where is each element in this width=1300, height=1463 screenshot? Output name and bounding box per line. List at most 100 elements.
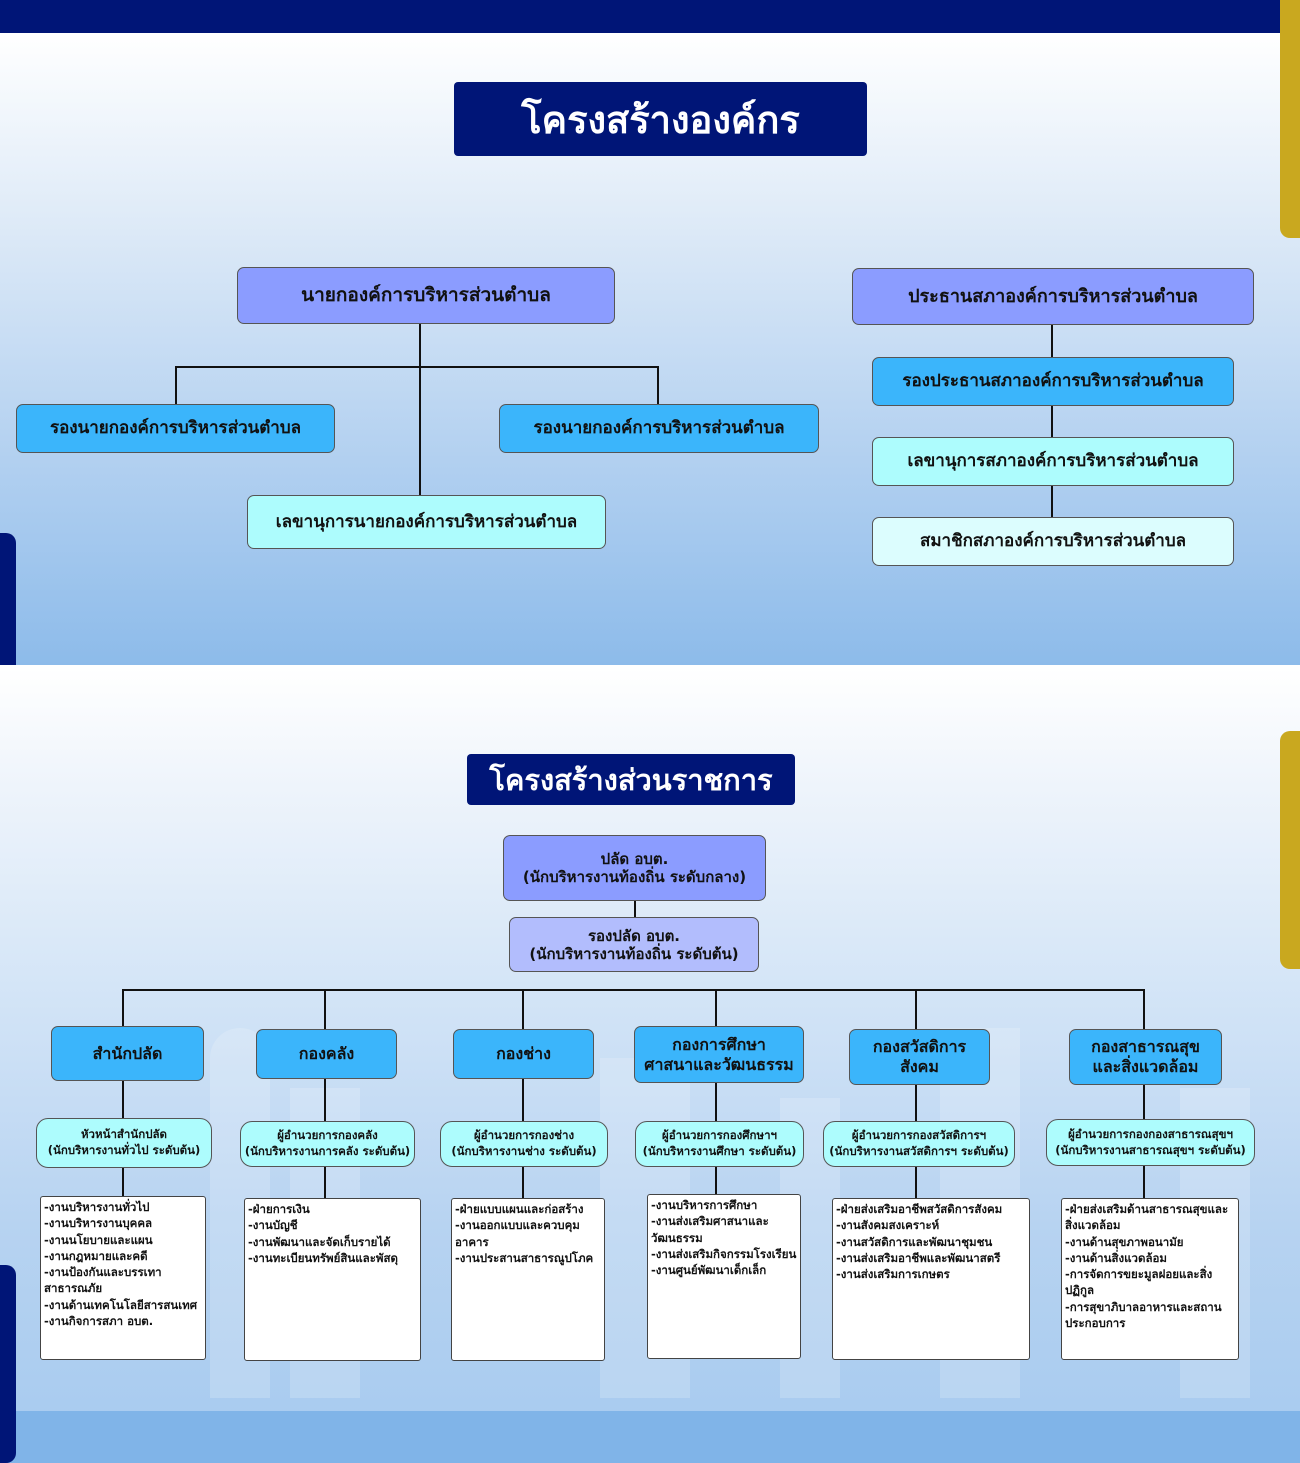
division-name-line: กองสวัสดิการ: [872, 1037, 967, 1056]
task-item: -งานด้านเทคโนโลยีสารสนเทศ: [44, 1297, 198, 1312]
division-name-line: สังคม: [900, 1057, 939, 1076]
deputy-chief-node: รองปลัด อบต. (นักบริหารงานท้องถิ่น ระดับ…: [509, 917, 759, 972]
connector-line: [419, 324, 421, 495]
division-bus-line: [122, 989, 1145, 991]
executive-secretary-node: เลขานุการนายกองค์การบริหารส่วนตำบล: [247, 495, 606, 549]
division-node: กองสวัสดิการสังคม: [849, 1029, 990, 1085]
task-item: -งานส่งเสริมกิจกรรมโรงเรียน: [651, 1246, 797, 1261]
task-item: -งานกฎหมายและคดี: [44, 1248, 148, 1263]
task-item: -งานบริหารงานทั่วไป: [44, 1200, 150, 1214]
division-name-line: กองสาธารณสุข: [1091, 1037, 1200, 1056]
division-head-node: หัวหน้าสำนักปลัด(นักบริหารงานทั่วไป ระดั…: [36, 1118, 212, 1168]
task-item: -งานออกแบบและควบคุมอาคาร: [455, 1218, 580, 1249]
division-name-line: ศาสนาและวัฒนธรรม: [644, 1054, 794, 1074]
division-head-line: ผู้อำนวยการกองกองสาธารณสุขฯ: [1068, 1126, 1233, 1141]
navy-side-tab: [0, 1265, 16, 1463]
division-head-line: (นักบริหารงานสาธารณสุขฯ ระดับต้น): [1055, 1142, 1246, 1157]
division-head-line: (นักบริหารงานทั่วไป ระดับต้น): [47, 1143, 201, 1157]
division-head-line: (นักบริหารงานการคลัง ระดับต้น): [244, 1144, 411, 1158]
task-item: -งานด้านสิ่งแวดล้อม: [1065, 1250, 1168, 1265]
division-task-list: -ฝ่ายส่งเสริมด้านสาธารณสุขและสิ่งแวดล้อม…: [1061, 1198, 1239, 1360]
division-task-list: -ฝ่ายการเงิน -งานบัญชี-งานพัฒนาและจัดเก็บ…: [244, 1198, 421, 1361]
task-item: -งานด้านสุขภาพอนามัย: [1065, 1234, 1184, 1249]
task-item: -งานส่งเสริมการเกษตร: [836, 1267, 950, 1282]
task-item: -ฝ่ายส่งเสริมด้านสาธารณสุขและสิ่งแวดล้อม: [1065, 1202, 1229, 1233]
task-item: -ฝ่ายแบบแผนและก่อสร้าง: [455, 1202, 584, 1216]
connector-line: [324, 990, 326, 1198]
task-item: -งานนโยบายและแผน: [44, 1232, 153, 1247]
task-item: -งานส่งเสริมอาชีพและพัฒนาสตรี: [836, 1250, 1001, 1265]
task-item: -งานพัฒนาและจัดเก็บรายได้: [248, 1234, 391, 1249]
connector-line: [522, 990, 524, 1198]
task-item: -งานทะเบียนทรัพย์สินและพัสดุ: [248, 1250, 398, 1265]
connector-line: [657, 366, 659, 404]
division-task-list: -งานบริหารการศึกษา -งานส่งเสริมศาสนาและวั…: [647, 1194, 801, 1359]
division-name-line: กองการศึกษา: [672, 1034, 766, 1054]
task-item: -งานบัญชี: [248, 1218, 298, 1233]
division-head-node: ผู้อำนวยการกองช่าง(นักบริหารงานช่าง ระดั…: [440, 1121, 608, 1167]
executive-deputy-left-node: รองนายกองค์การบริหารส่วนตำบล: [16, 404, 335, 453]
council-head-node: ประธานสภาองค์การบริหารส่วนตำบล: [852, 268, 1254, 325]
task-item: -งานส่งเสริมศาสนาและวัฒนธรรม: [651, 1214, 769, 1245]
connector-line: [122, 990, 124, 1196]
connector-line: [1051, 325, 1053, 517]
org-structure-slide: โครงสร้างองค์กร นายกองค์การบริหารส่วนตำบ…: [0, 0, 1300, 665]
division-head-line: ผู้อำนวยการกองสวัสดิการฯ: [851, 1128, 987, 1143]
connector-line: [175, 366, 659, 368]
division-head-line: ผู้อำนวยการกองศึกษาฯ: [662, 1128, 777, 1143]
bottom-band: [0, 1411, 1300, 1463]
chief-level: (นักบริหารงานท้องถิ่น ระดับกลาง): [522, 868, 747, 886]
division-name-line: และสิ่งแวดล้อม: [1092, 1057, 1199, 1076]
org-structure-title: โครงสร้างองค์กร: [454, 82, 867, 156]
task-item: -งานป้องกันและบรรเทาสาธารณภัย: [44, 1265, 162, 1296]
task-item: -ฝ่ายส่งเสริมอาชีพสวัสดิการสังคม: [836, 1202, 1003, 1216]
executive-head-node: นายกองค์การบริหารส่วนตำบล: [237, 267, 615, 324]
task-item: -งานศูนย์พัฒนาเด็กเล็ก: [651, 1263, 767, 1278]
division-node: กองช่าง: [453, 1029, 594, 1079]
task-item: -งานบริหารงานบุคคล: [44, 1216, 153, 1231]
division-node: กองสาธารณสุขและสิ่งแวดล้อม: [1069, 1029, 1222, 1085]
division-node: กองคลัง: [256, 1029, 397, 1079]
division-head-line: (นักบริหารงานสวัสดิการฯ ระดับต้น): [829, 1144, 1009, 1158]
council-members-node: สมาชิกสภาองค์การบริหารส่วนตำบล: [872, 517, 1234, 566]
gov-structure-title: โครงสร้างส่วนราชการ: [467, 754, 795, 805]
chief-administrator-node: ปลัด อบต. (นักบริหารงานท้องถิ่น ระดับกลา…: [503, 835, 766, 901]
deputy-chief-level: (นักบริหารงานท้องถิ่น ระดับต้น): [529, 944, 739, 963]
division-head-node: ผู้อำนวยการกองคลัง(นักบริหารงานการคลัง ร…: [240, 1121, 415, 1167]
connector-line: [175, 366, 177, 404]
task-item: -ฝ่ายการเงิน: [248, 1202, 310, 1216]
task-item: -งานประสานสาธารณูปโภค: [455, 1250, 594, 1265]
executive-deputy-right-node: รองนายกองค์การบริหารส่วนตำบล: [499, 404, 819, 453]
division-node: สำนักปลัด: [51, 1026, 204, 1081]
division-head-node: ผู้อำนวยการกองสวัสดิการฯ(นักบริหารงานสวั…: [823, 1121, 1015, 1167]
task-item: -การจัดการขยะมูลฝอยและสิ่งปฏิกูล: [1065, 1267, 1213, 1298]
division-head-line: หัวหน้าสำนักปลัด: [80, 1127, 168, 1142]
division-name-line: สำนักปลัด: [92, 1043, 163, 1063]
top-banner-bar: [0, 0, 1300, 33]
gold-side-tab: [1280, 0, 1300, 238]
council-secretary-node: เลขานุการสภาองค์การบริหารส่วนตำบล: [872, 437, 1234, 486]
division-head-node: ผู้อำนวยการกองกองสาธารณสุขฯ(นักบริหารงาน…: [1046, 1119, 1255, 1166]
division-task-list: -งานบริหารงานทั่วไป-งานบริหารงานบุคคล-งา…: [40, 1196, 206, 1360]
division-head-line: ผู้อำนวยการกองช่าง: [473, 1128, 575, 1143]
division-head-line: ผู้อำนวยการกองคลัง: [277, 1128, 378, 1143]
task-item: -งานสังคมสงเคราะห์: [836, 1218, 940, 1233]
connector-line: [1143, 990, 1145, 1198]
connector-line: [715, 990, 717, 1194]
division-task-list: -ฝ่ายส่งเสริมอาชีพสวัสดิการสังคม -งานสังค…: [832, 1198, 1030, 1360]
division-head-line: (นักบริหารงานช่าง ระดับต้น): [451, 1144, 597, 1158]
task-item: -งานบริหารการศึกษา: [651, 1198, 758, 1212]
chief-title: ปลัด อบต.: [600, 850, 669, 868]
navy-side-tab: [0, 533, 16, 665]
division-head-line: (นักบริหารงานศึกษา ระดับต้น): [642, 1144, 797, 1158]
connector-line: [915, 990, 917, 1198]
deputy-chief-title: รองปลัด อบต.: [587, 926, 681, 945]
division-head-node: ผู้อำนวยการกองศึกษาฯ(นักบริหารงานศึกษา ร…: [635, 1121, 804, 1167]
gov-structure-slide: โครงสร้างส่วนราชการ ปลัด อบต. (นักบริหาร…: [0, 668, 1300, 1463]
division-task-list: -ฝ่ายแบบแผนและก่อสร้าง -งานออกแบบและควบคุ…: [451, 1198, 605, 1361]
task-item: -งานกิจการสภา อบต.: [44, 1314, 154, 1329]
task-item: -งานสวัสดิการและพัฒนาชุมชน: [836, 1234, 993, 1249]
division-node: กองการศึกษาศาสนาและวัฒนธรรม: [634, 1026, 804, 1083]
connector-line: [634, 901, 636, 917]
task-item: -การสุขาภิบาลอาหารและสถานประกอบการ: [1065, 1299, 1222, 1331]
